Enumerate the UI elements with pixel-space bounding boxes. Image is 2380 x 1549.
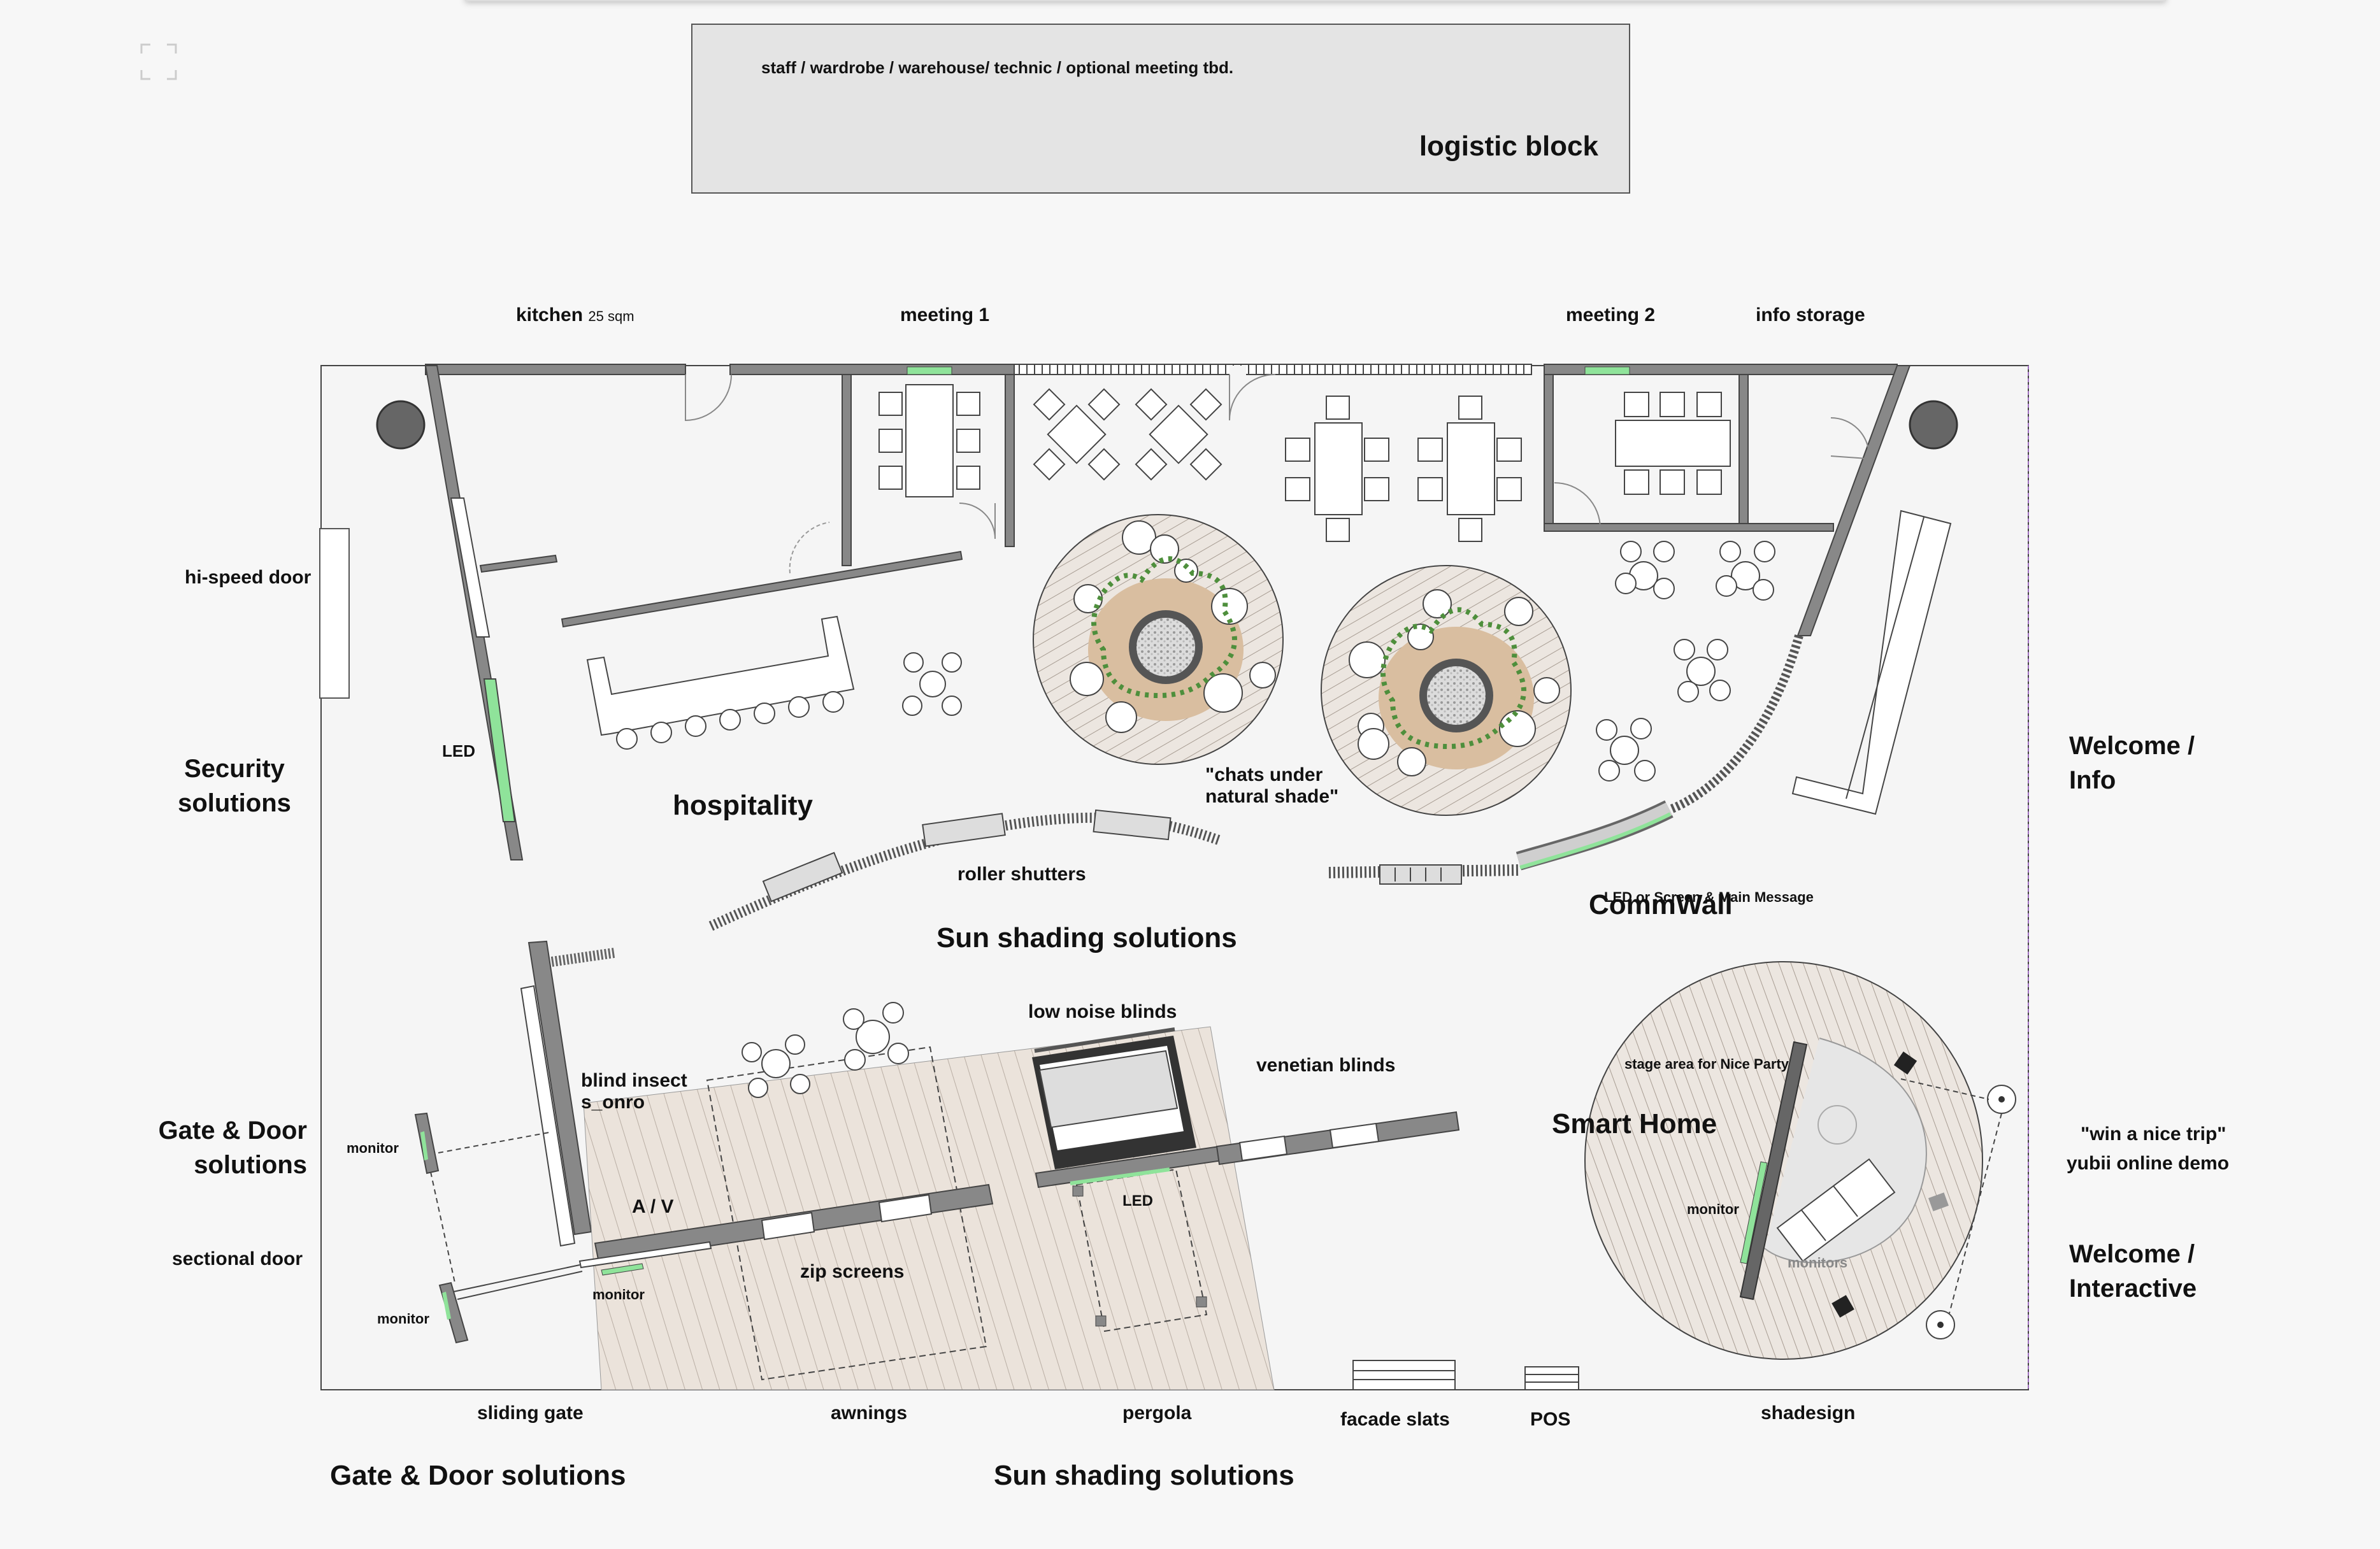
low-noise-blinds-label: low noise blinds: [1028, 1001, 1177, 1022]
commwall-label: CommWall: [1589, 889, 1733, 920]
monitor-bottom-label: monitor: [377, 1311, 429, 1327]
led-pergola-label: LED: [1122, 1192, 1153, 1210]
logistic-title: logistic block: [1419, 131, 1598, 162]
monitor-gate-label: monitor: [592, 1287, 645, 1303]
logistic-note: staff / wardrobe / warehouse/ technic / …: [761, 58, 1234, 77]
sun-shading-mid-label: Sun shading solutions: [936, 922, 1237, 953]
focus-frame-icon[interactable]: [140, 43, 177, 80]
monitor-stage-label: monitor: [1687, 1201, 1739, 1217]
sliding-gate-label: sliding gate: [477, 1403, 584, 1424]
commwall-note: LED or Screen & Main Message: [1604, 889, 1814, 905]
welcome-interactive-label: Welcome / Interactive: [2069, 1240, 2197, 1303]
awnings-label: awnings: [831, 1403, 908, 1424]
yubii-label: yubii online demo: [2067, 1153, 2230, 1174]
meeting2-label: meeting 2: [1566, 304, 1656, 325]
win-trip-label: "win a nice trip": [2081, 1124, 2226, 1145]
top-shadow-bar: [465, 0, 2166, 1]
venetian-blinds-label: venetian blinds: [1256, 1055, 1396, 1076]
chats-label: "chats under natural shade": [1205, 764, 1339, 807]
pergola-label: pergola: [1122, 1403, 1192, 1424]
smart-home-label: Smart Home: [1552, 1108, 1717, 1139]
welcome-info-label: Welcome / Info: [2069, 732, 2195, 794]
kitchen-label: kitchen 25 sqm: [516, 304, 634, 326]
av-label: A / V: [632, 1196, 674, 1217]
footer-sun-shading: Sun shading solutions: [994, 1460, 1294, 1491]
logistic-block: staff / wardrobe / warehouse/ technic / …: [691, 24, 1630, 194]
monitors-label: monitors: [1788, 1255, 1848, 1271]
facade-slats-label: facade slats: [1340, 1409, 1450, 1430]
footer-gate-door: Gate & Door solutions: [330, 1460, 626, 1491]
blind-insect-label: blind insect s_onro: [581, 1070, 687, 1113]
kitchen-name: kitchen: [516, 304, 584, 325]
gate-door-left-label: Gate & Door solutions: [158, 1117, 307, 1179]
roller-shutters-label: roller shutters: [957, 864, 1086, 885]
stage-area-label: stage area for Nice Party: [1624, 1056, 1789, 1072]
security-solutions-label: Security solutions: [178, 755, 291, 817]
zip-screens-label: zip screens: [800, 1261, 905, 1282]
kitchen-size: 25 sqm: [588, 308, 634, 324]
info-storage-label: info storage: [1756, 304, 1865, 325]
hispeed-door-label: hi-speed door: [185, 567, 312, 588]
meeting1-label: meeting 1: [900, 304, 990, 325]
hospitality-label: hospitality: [673, 790, 814, 821]
led-left-label: LED: [442, 741, 475, 760]
sectional-door-label: sectional door: [172, 1248, 303, 1269]
shadesign-label: shadesign: [1761, 1403, 1856, 1424]
pos-label: POS: [1530, 1409, 1571, 1430]
monitor-top-label: monitor: [347, 1140, 399, 1156]
